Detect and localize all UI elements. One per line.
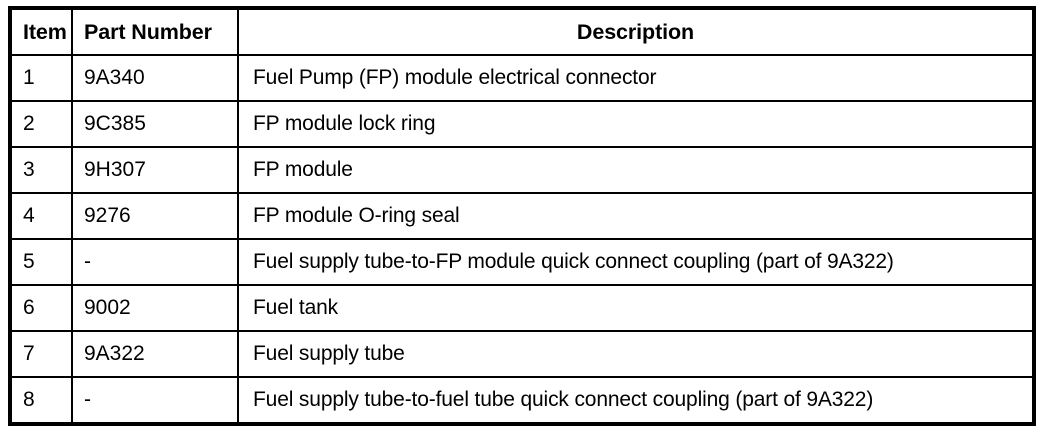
- table-row: 3 9H307 FP module: [9, 146, 1035, 194]
- cell-part-number: 9A340: [71, 54, 239, 102]
- cell-description: FP module O-ring seal: [237, 192, 1035, 240]
- table-row: 7 9A322 Fuel supply tube: [9, 330, 1035, 378]
- table-row: 2 9C385 FP module lock ring: [9, 100, 1035, 148]
- table-header: Item Part Number Description: [9, 7, 1035, 56]
- cell-description: Fuel supply tube: [237, 330, 1035, 378]
- cell-item: 4: [9, 192, 73, 240]
- cell-item: 7: [9, 330, 73, 378]
- cell-description: Fuel tank: [237, 284, 1035, 332]
- cell-item: 3: [9, 146, 73, 194]
- cell-part-number: 9H307: [71, 146, 239, 194]
- cell-item: 2: [9, 100, 73, 148]
- parts-legend-table: Item Part Number Description 1 9A340 Fue…: [8, 6, 1036, 426]
- column-header-part-number: Part Number: [71, 7, 239, 56]
- cell-part-number: 9276: [71, 192, 239, 240]
- cell-part-number: -: [71, 376, 239, 425]
- table-row: 1 9A340 Fuel Pump (FP) module electrical…: [9, 54, 1035, 102]
- table-row: 6 9002 Fuel tank: [9, 284, 1035, 332]
- cell-item: 1: [9, 54, 73, 102]
- cell-part-number: -: [71, 238, 239, 286]
- cell-part-number: 9002: [71, 284, 239, 332]
- column-header-item: Item: [9, 7, 73, 56]
- cell-part-number: 9A322: [71, 330, 239, 378]
- cell-description: FP module: [237, 146, 1035, 194]
- cell-description: Fuel Pump (FP) module electrical connect…: [237, 54, 1035, 102]
- cell-item: 6: [9, 284, 73, 332]
- cell-description: Fuel supply tube-to-fuel tube quick conn…: [237, 376, 1035, 425]
- table-header-row: Item Part Number Description: [9, 7, 1035, 56]
- cell-description: FP module lock ring: [237, 100, 1035, 148]
- table-row: 4 9276 FP module O-ring seal: [9, 192, 1035, 240]
- cell-part-number: 9C385: [71, 100, 239, 148]
- cell-description: Fuel supply tube-to-FP module quick conn…: [237, 238, 1035, 286]
- column-header-description: Description: [237, 7, 1035, 56]
- table-row: 5 - Fuel supply tube-to-FP module quick …: [9, 238, 1035, 286]
- cell-item: 8: [9, 376, 73, 425]
- cell-item: 5: [9, 238, 73, 286]
- table-body: 1 9A340 Fuel Pump (FP) module electrical…: [9, 54, 1035, 425]
- table-row: 8 - Fuel supply tube-to-fuel tube quick …: [9, 376, 1035, 425]
